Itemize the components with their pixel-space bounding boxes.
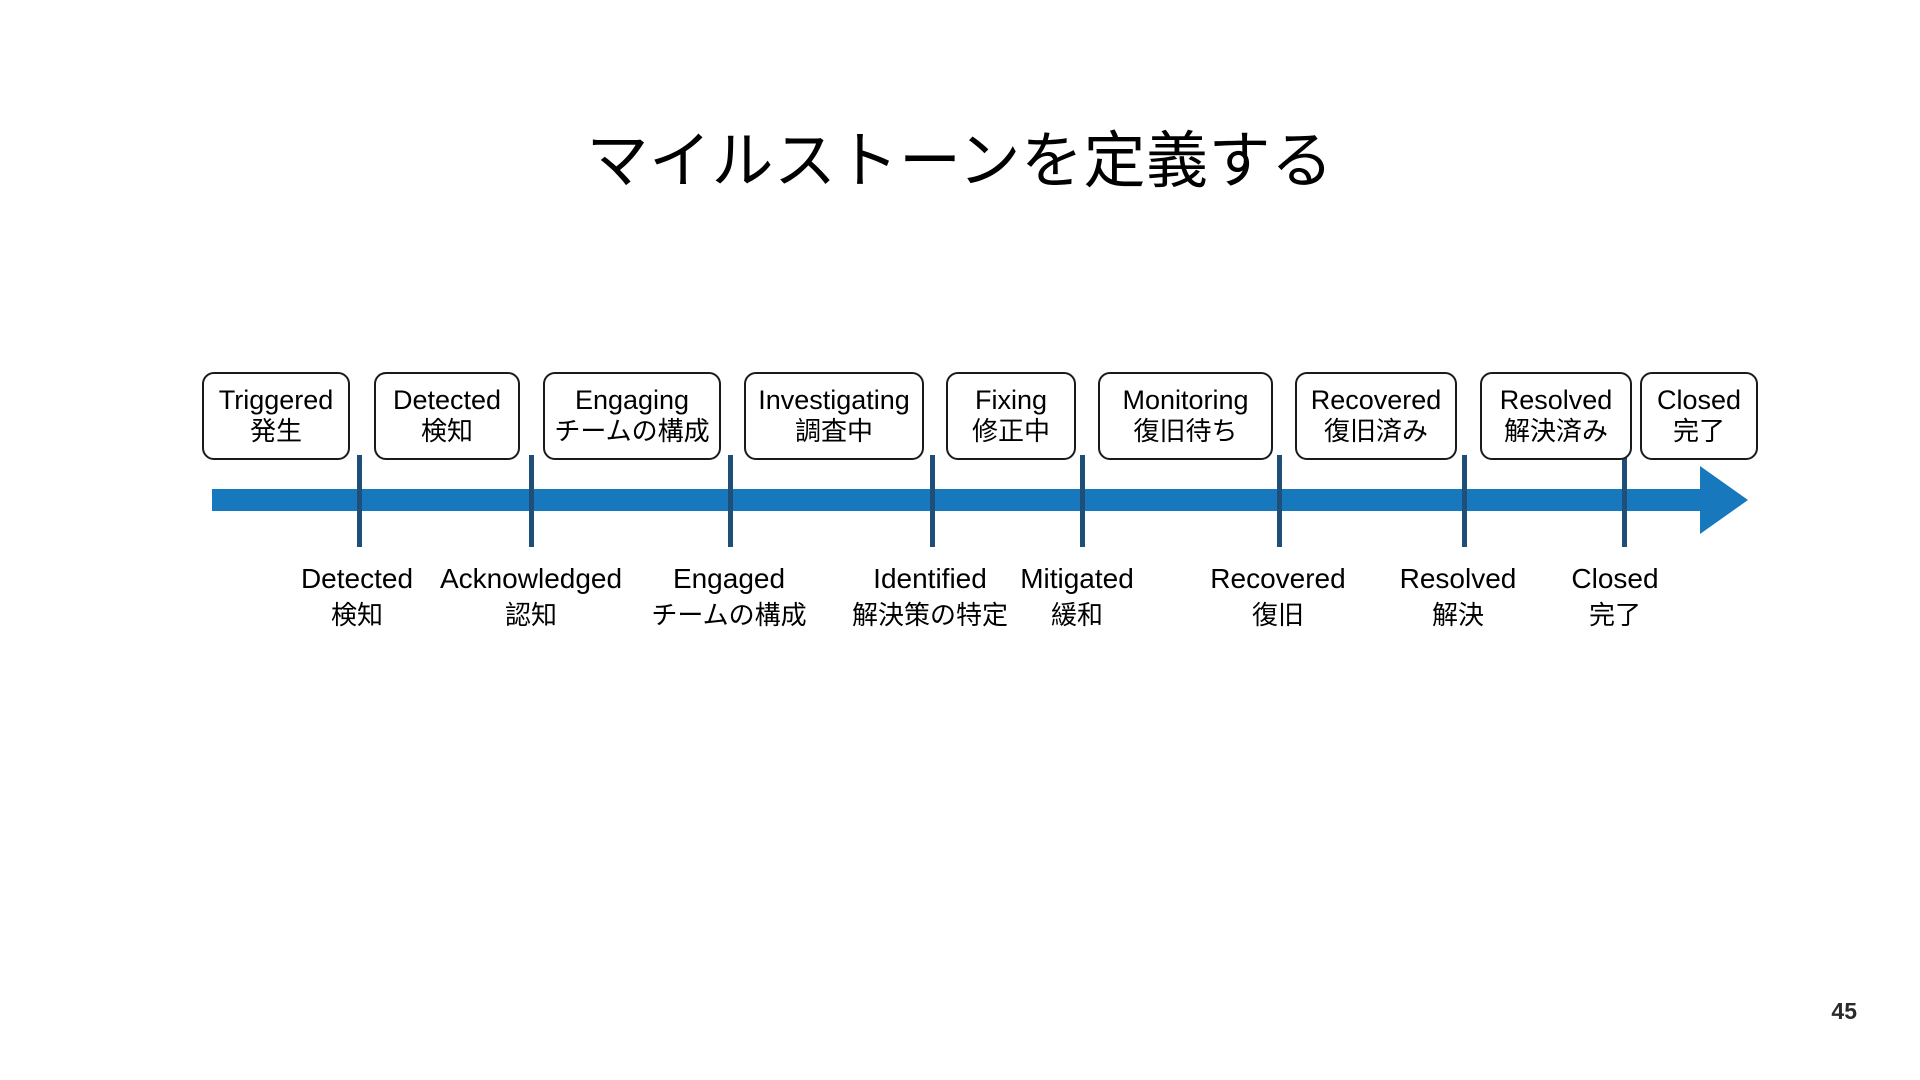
event-label: Acknowledged 認知 bbox=[381, 562, 681, 632]
state-label-ja: チームの構成 bbox=[554, 416, 710, 447]
event-label: Recovered 復旧 bbox=[1128, 562, 1428, 632]
slide-page-number: 45 bbox=[1831, 998, 1857, 1024]
event-label-en: Acknowledged bbox=[439, 563, 623, 594]
state-label-en: Monitoring bbox=[1122, 384, 1249, 415]
event-label: Detected 検知 bbox=[207, 562, 507, 632]
state-label-en: Detected bbox=[392, 384, 502, 415]
state-label-ja: 検知 bbox=[420, 416, 473, 447]
timeline-tick bbox=[1277, 455, 1282, 547]
state-label-ja: 復旧待ち bbox=[1133, 416, 1238, 447]
timeline-tick bbox=[357, 455, 362, 547]
event-label-en: Closed bbox=[1571, 563, 1659, 594]
state-label-en: Investigating bbox=[758, 384, 910, 415]
event-label-en: Detected bbox=[300, 563, 414, 594]
state-label-ja: 復旧済み bbox=[1323, 416, 1428, 447]
page-title: マイルストーンを定義する bbox=[586, 126, 1334, 196]
event-label-ja: チームの構成 bbox=[651, 599, 807, 630]
event-label-en: Resolved bbox=[1399, 563, 1517, 594]
event-label: Mitigated 緩和 bbox=[927, 562, 1227, 632]
timeline-tick bbox=[1462, 455, 1467, 547]
event-label-ja: 解決 bbox=[1431, 599, 1484, 630]
timeline-tick bbox=[728, 455, 733, 547]
state-label-ja: 解決済み bbox=[1503, 416, 1608, 447]
event-label-ja: 緩和 bbox=[1050, 599, 1103, 630]
event-label: Identified 解決策の特定 bbox=[780, 562, 1080, 632]
state-label-en: Engaging bbox=[574, 384, 690, 415]
state-label-en: Fixing bbox=[974, 384, 1048, 415]
event-label-en: Mitigated bbox=[1020, 563, 1134, 594]
event-label: Resolved 解決 bbox=[1308, 562, 1608, 632]
event-label-ja: 復旧 bbox=[1251, 599, 1304, 630]
timeline-tick bbox=[1080, 455, 1085, 547]
timeline-tick bbox=[930, 455, 935, 547]
event-label-ja: 完了 bbox=[1588, 599, 1641, 630]
state-label-en: Recovered bbox=[1310, 384, 1442, 415]
state-label-ja: 調査中 bbox=[794, 416, 873, 447]
state-label-ja: 完了 bbox=[1672, 416, 1725, 447]
event-label-ja: 解決策の特定 bbox=[851, 599, 1008, 630]
timeline-axis-bar bbox=[212, 489, 1706, 511]
state-label-en: Closed bbox=[1656, 384, 1742, 415]
event-label-ja: 認知 bbox=[504, 599, 557, 630]
event-label-ja: 検知 bbox=[330, 599, 383, 630]
timeline-tick bbox=[1622, 455, 1627, 547]
event-label: Closed 完了 bbox=[1465, 562, 1765, 632]
timeline-tick bbox=[529, 455, 534, 547]
state-label-en: Triggered bbox=[218, 384, 334, 415]
event-label: Engaged チームの構成 bbox=[579, 562, 879, 632]
timeline-arrowhead-icon bbox=[1700, 466, 1748, 534]
state-label-en: Resolved bbox=[1499, 384, 1613, 415]
event-label-en: Recovered bbox=[1210, 563, 1346, 594]
state-label-ja: 修正中 bbox=[971, 416, 1050, 447]
event-label-en: Identified bbox=[873, 563, 987, 594]
state-label-ja: 発生 bbox=[249, 416, 302, 447]
event-label-en: Engaged bbox=[672, 563, 786, 594]
